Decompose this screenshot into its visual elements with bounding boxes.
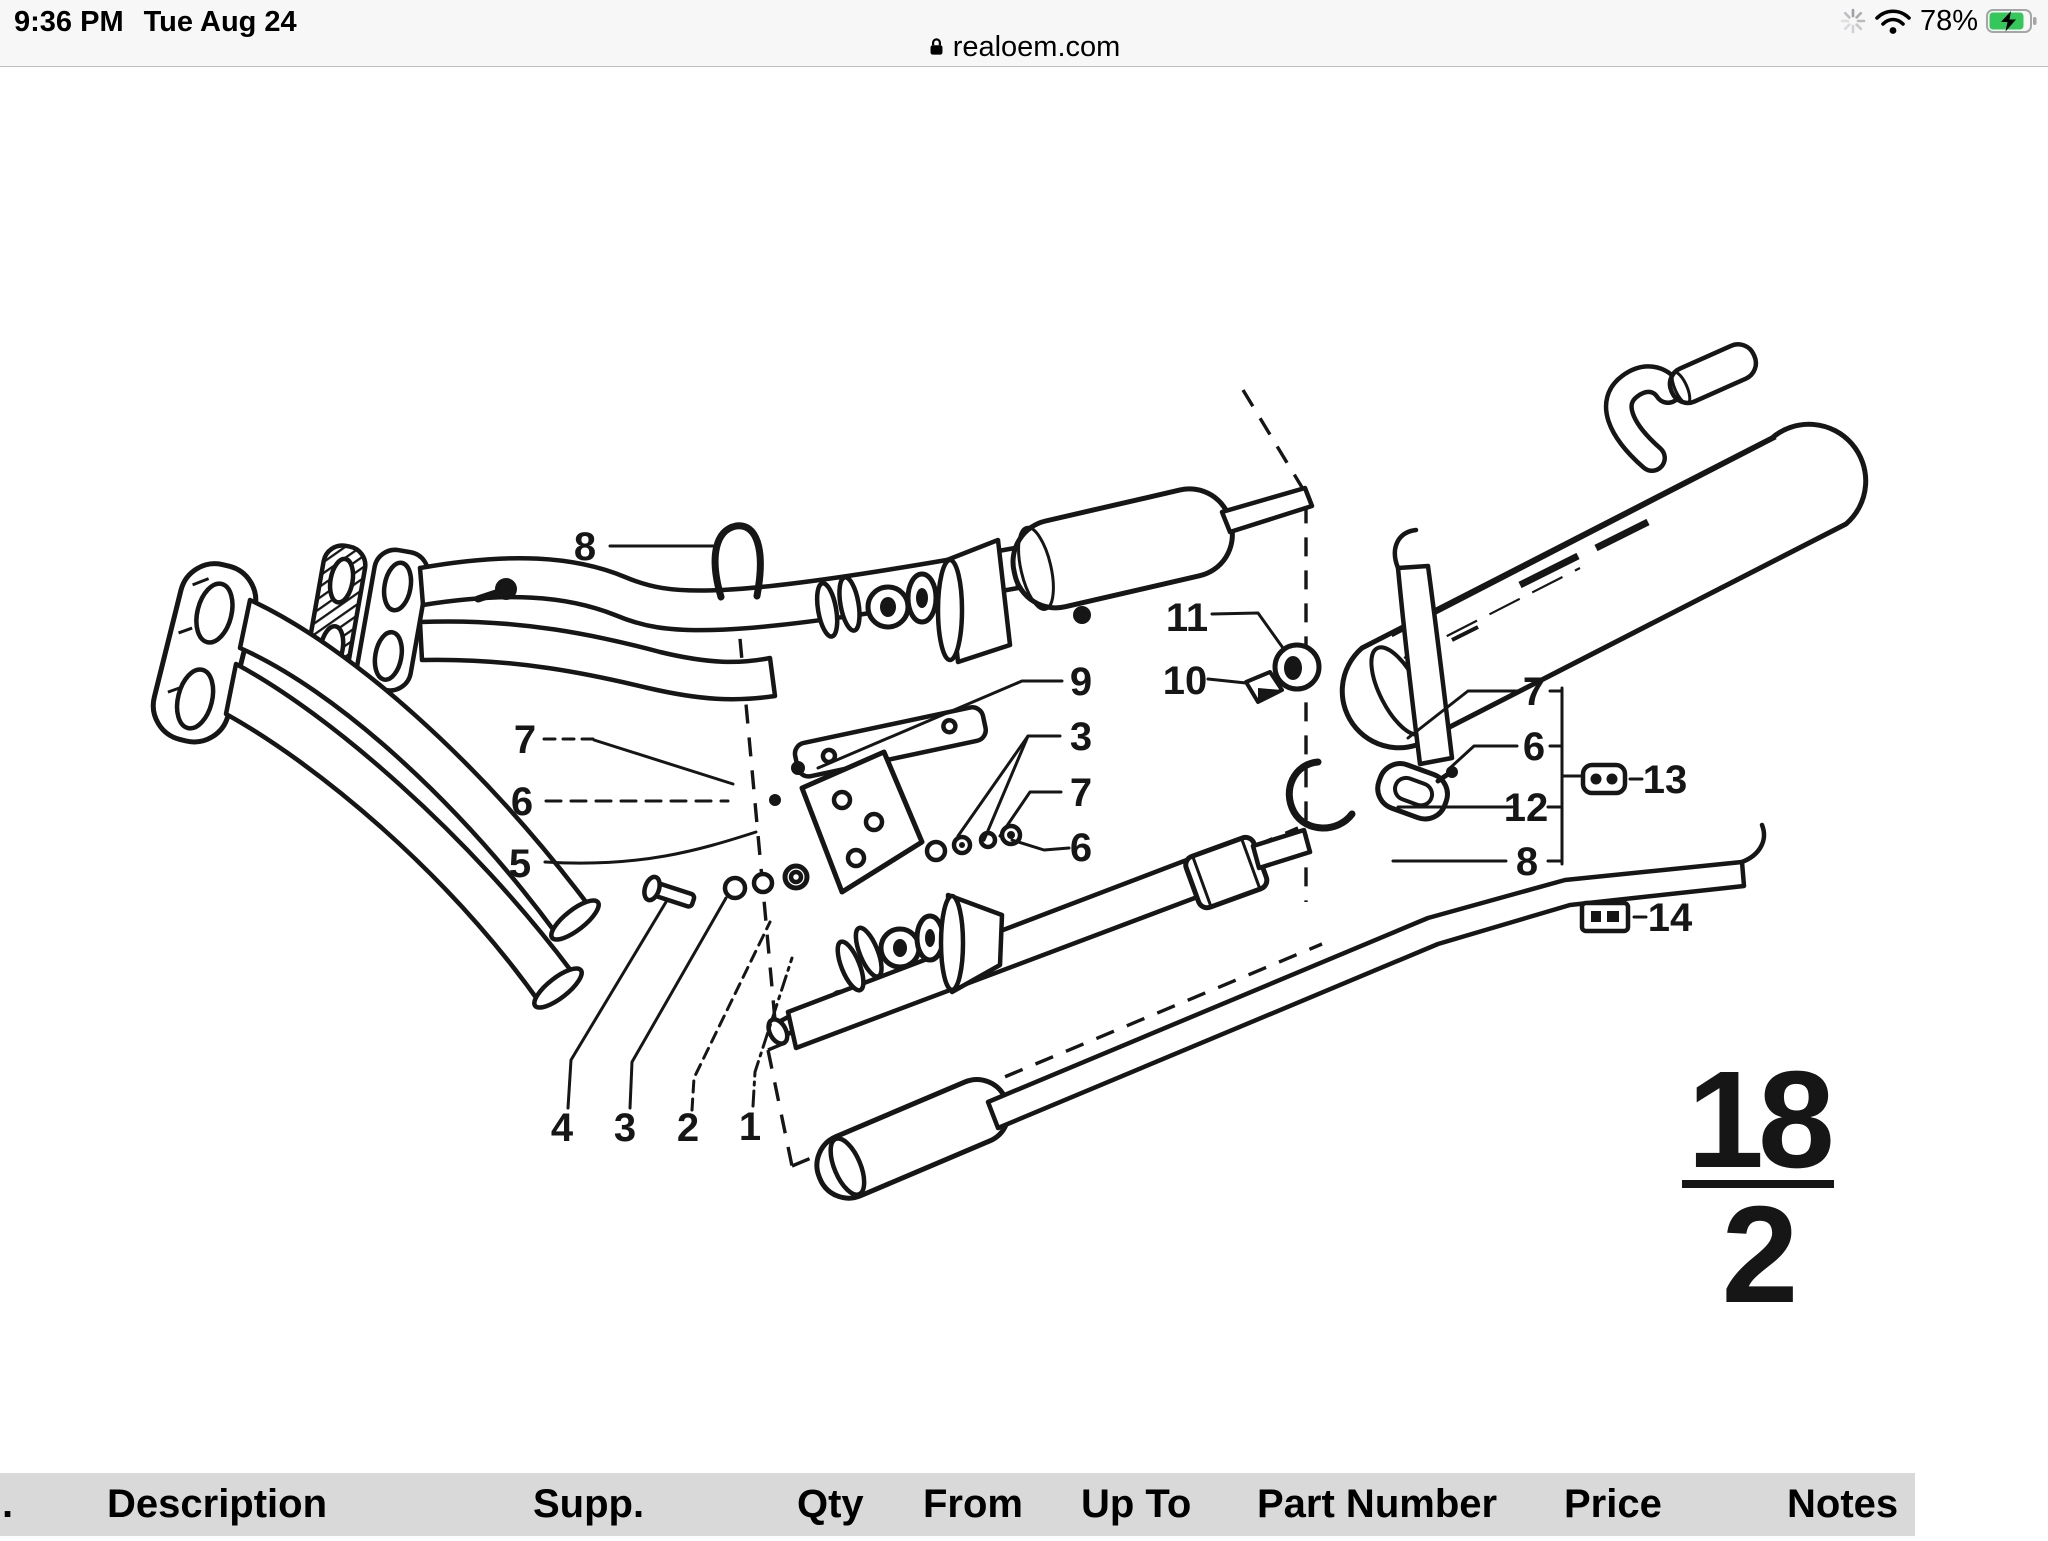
status-time: 9:36 PM <box>14 6 124 38</box>
callout-5-left[interactable]: 5 <box>509 842 531 886</box>
col-from: From <box>923 1482 1023 1526</box>
rear-pipe-front-section <box>785 827 1313 1051</box>
front-resonator <box>1010 486 1235 611</box>
exhaust-rubber-ring <box>1375 761 1450 822</box>
callout-6-right[interactable]: 6 <box>1523 725 1545 769</box>
front-pipe-upper <box>304 485 1315 702</box>
col-no: . <box>2 1482 14 1526</box>
col-description: Description <box>107 1482 328 1526</box>
callout-4[interactable]: 4 <box>551 1106 574 1150</box>
callout-7-left[interactable]: 7 <box>514 718 536 762</box>
loading-spinner-icon <box>1840 8 1866 34</box>
callout-3-mid[interactable]: 3 <box>1070 715 1092 759</box>
col-supp: Supp. <box>533 1482 645 1526</box>
status-date: Tue Aug 24 <box>143 6 297 38</box>
hook-bracket <box>1285 758 1356 832</box>
callout-12[interactable]: 12 <box>1504 786 1549 830</box>
callout-13[interactable]: 13 <box>1643 758 1688 802</box>
tailpipe-tip <box>1667 342 1759 406</box>
callout-10[interactable]: 10 <box>1163 659 1208 703</box>
browser-chrome: 9:36 PM Tue Aug 24 78% <box>0 0 2048 67</box>
rear-pipe-bottom <box>814 822 1767 1201</box>
callout-6-mid[interactable]: 6 <box>1070 826 1092 870</box>
kit-badge-14 <box>1579 900 1631 934</box>
col-notes: Notes <box>1787 1482 1899 1526</box>
col-qty: Qty <box>797 1482 864 1526</box>
callout-7-right[interactable]: 7 <box>1523 670 1545 714</box>
stud-bolt <box>495 578 517 600</box>
sheet-group-number: 18 <box>1687 1043 1831 1197</box>
url-domain: realoem.com <box>952 30 1121 63</box>
url-bar[interactable]: realoem.com <box>0 30 2048 64</box>
front-pipe-lower <box>150 561 601 1010</box>
callout-9[interactable]: 9 <box>1070 660 1092 704</box>
kit-badge-13 <box>1580 762 1628 796</box>
battery-percent: 78% <box>1919 4 1978 37</box>
col-upto: Up To <box>1081 1482 1192 1526</box>
callout-14[interactable]: 14 <box>1648 896 1693 940</box>
callout-11[interactable]: 11 <box>1166 596 1208 640</box>
support-bracket <box>642 705 1023 1046</box>
callout-6-left[interactable]: 6 <box>511 780 533 824</box>
sheet-page-number: 2 <box>1722 1178 1794 1332</box>
parts-table-header: . Description Supp. Qty From Up To Part … <box>0 1473 1915 1536</box>
col-price: Price <box>1564 1482 1662 1526</box>
lock-icon <box>930 38 943 55</box>
col-partnumber: Part Number <box>1257 1482 1498 1526</box>
callout-8-top[interactable]: 8 <box>574 525 596 569</box>
status-right: 78% <box>1840 4 2038 37</box>
callout-1[interactable]: 1 <box>739 1105 761 1149</box>
rear-muffler <box>1244 342 1869 832</box>
callout-2[interactable]: 2 <box>677 1106 699 1150</box>
callout-7-mid[interactable]: 7 <box>1070 771 1092 815</box>
status-left: 9:36 PM Tue Aug 24 <box>14 6 297 39</box>
callout-3-bottom[interactable]: 3 <box>614 1106 636 1150</box>
callout-8-right[interactable]: 8 <box>1516 840 1538 884</box>
leader-lines <box>542 544 1648 1112</box>
pipe-clamp <box>711 522 764 601</box>
wifi-icon <box>1875 9 1911 34</box>
battery-icon <box>1986 9 2037 33</box>
